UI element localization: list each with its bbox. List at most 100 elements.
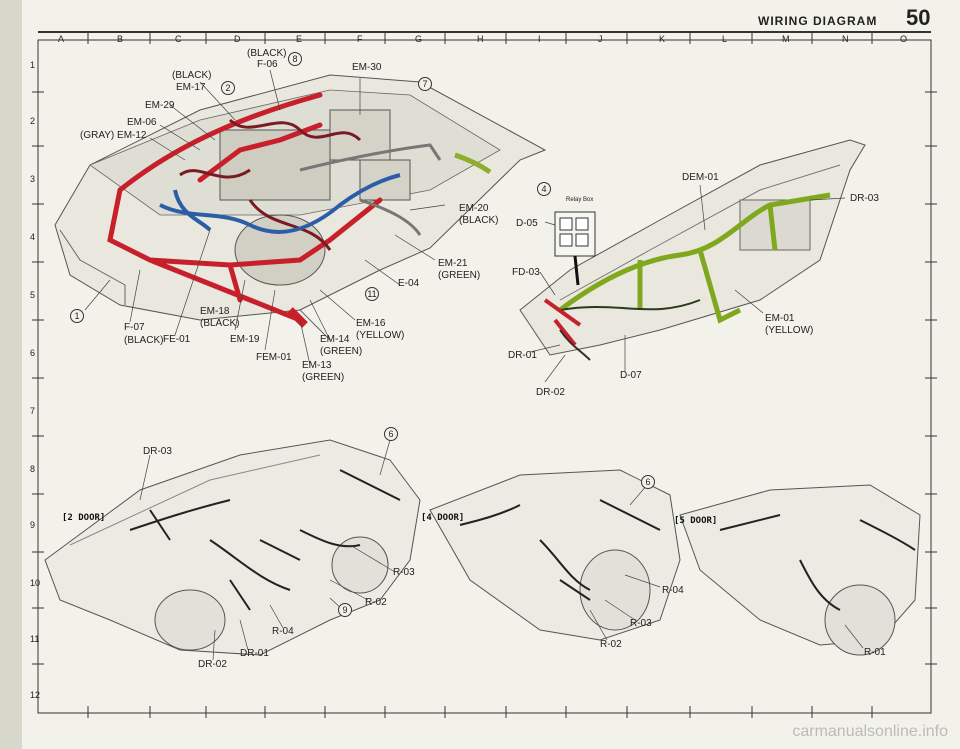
callout-2-icon: 2 <box>221 81 235 95</box>
connector-label: R-02 <box>365 597 387 608</box>
col-letter: G <box>415 34 423 44</box>
connector-label: (BLACK) <box>247 48 287 59</box>
connector-label: R-03 <box>393 567 415 578</box>
connector-label: (BLACK) <box>459 215 499 226</box>
callout-1-icon: 1 <box>70 309 84 323</box>
view-title-2-door: [2 DOOR] <box>62 513 106 523</box>
view-title-5-door: [5 DOOR] <box>674 516 718 526</box>
five-door-view <box>679 484 921 656</box>
connector-label: D-07 <box>620 370 642 381</box>
connector-label: DR-03 <box>143 446 172 457</box>
page-number: 50 <box>906 5 931 30</box>
connector-label: D-05 <box>516 218 538 229</box>
row-number: 9 <box>30 520 36 530</box>
col-letter: J <box>598 34 603 44</box>
row-number: 5 <box>30 290 36 300</box>
row-ticks <box>32 91 937 665</box>
connector-label: EM-01 <box>765 313 795 324</box>
connector-label: EM-20 <box>459 203 489 214</box>
callout-11-icon: 11 <box>365 287 379 301</box>
connector-label: (YELLOW) <box>356 330 405 341</box>
page-edge <box>0 0 22 749</box>
connector-label: EM-13 <box>302 360 332 371</box>
col-letter: E <box>296 34 303 44</box>
col-letter: F <box>357 34 363 44</box>
relay-box-label: Relay Box <box>566 197 594 203</box>
connector-label: (YELLOW) <box>765 325 814 336</box>
connector-label: R-04 <box>662 585 684 596</box>
col-letter: I <box>538 34 541 44</box>
row-number: 2 <box>30 116 36 126</box>
row-number: 6 <box>30 348 36 358</box>
col-letter: C <box>175 34 182 44</box>
grid-frame <box>37 39 932 714</box>
col-letter: L <box>722 34 728 44</box>
connector-label: EM-16 <box>356 318 386 329</box>
connector-label: (GREEN) <box>302 372 345 383</box>
connector-label: EM-29 <box>145 100 175 111</box>
callout-7-icon: 7 <box>418 77 432 91</box>
four-door-view <box>429 469 681 641</box>
callout-6-icon: 6 <box>641 475 655 489</box>
connector-label: DR-01 <box>508 350 537 361</box>
connector-label: EM-30 <box>352 62 382 73</box>
connector-label: R-02 <box>600 639 622 650</box>
row-number: 7 <box>30 406 36 416</box>
col-letter: A <box>58 34 65 44</box>
two-door-view <box>44 439 421 661</box>
row-number: 10 <box>30 578 41 588</box>
connector-label: R-01 <box>864 647 886 658</box>
row-number: 4 <box>30 232 36 242</box>
row-number: 12 <box>30 690 41 700</box>
view-title-4-door: [4 DOOR] <box>421 513 465 523</box>
relay-box <box>554 211 596 286</box>
connector-label: DR-03 <box>850 193 879 204</box>
connector-label: E-04 <box>398 278 420 289</box>
watermark: carmanualsonline.info <box>792 723 948 740</box>
connector-label: (BLACK) <box>124 335 164 346</box>
connector-label: R-04 <box>272 626 294 637</box>
dashboard-view <box>519 139 866 383</box>
column-ticks <box>87 32 873 718</box>
col-letter: D <box>234 34 241 44</box>
connector-label: F-07 <box>124 322 145 333</box>
col-letter: M <box>782 34 790 44</box>
connector-label: EM-06 <box>127 117 157 128</box>
connector-label: (GRAY) EM-12 <box>80 130 147 141</box>
col-letter: N <box>842 34 849 44</box>
connector-label: EM-17 <box>176 82 206 93</box>
connector-label: FD-03 <box>512 267 540 278</box>
connector-label: EM-14 <box>320 334 350 345</box>
col-letter: B <box>117 34 124 44</box>
col-letter: K <box>659 34 666 44</box>
row-number: 8 <box>30 464 36 474</box>
row-number: 1 <box>30 60 36 70</box>
connector-label: EM-19 <box>230 334 260 345</box>
connector-label: R-03 <box>630 618 652 629</box>
col-letter: H <box>477 34 484 44</box>
connector-label: EM-21 <box>438 258 468 269</box>
callout-4-icon: 4 <box>537 182 551 196</box>
connector-label: F-06 <box>257 59 278 70</box>
connector-label: (GREEN) <box>320 346 363 357</box>
row-number: 3 <box>30 174 36 184</box>
engine-bay-view <box>54 69 547 366</box>
connector-label: (BLACK) <box>172 70 212 81</box>
page-title: WIRING DIAGRAM <box>758 14 878 28</box>
connector-label: DR-02 <box>536 387 565 398</box>
connector-label: DR-02 <box>198 659 227 670</box>
connector-label: DEM-01 <box>682 172 719 183</box>
callout-9-icon: 9 <box>338 603 352 617</box>
callout-8-icon: 8 <box>288 52 302 66</box>
row-number: 11 <box>30 634 40 644</box>
col-letter: O <box>900 34 908 44</box>
connector-label: EM-18 <box>200 306 230 317</box>
connector-label: FEM-01 <box>256 352 292 363</box>
connector-label: (GREEN) <box>438 270 481 281</box>
callout-6-icon: 6 <box>384 427 398 441</box>
connector-label: DR-01 <box>240 648 269 659</box>
connector-label: (BLACK) <box>200 318 240 329</box>
connector-label: FE-01 <box>163 334 191 345</box>
